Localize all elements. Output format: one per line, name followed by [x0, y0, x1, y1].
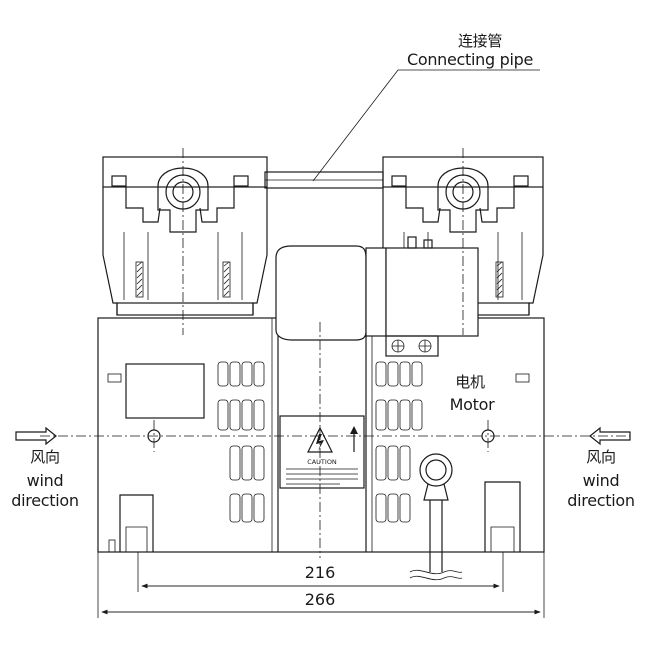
dimension-266: [97, 552, 545, 618]
fan-grille-left: [217, 361, 265, 523]
fan-grille-right: [375, 361, 423, 523]
dimension-266-label: 266: [304, 590, 336, 609]
motor-housing: [275, 236, 479, 357]
connecting-pipe-leader: [312, 69, 540, 182]
caution-label: CAUTION: [279, 415, 365, 489]
motor-label-en: Motor: [449, 395, 495, 414]
center-lines: [40, 148, 630, 558]
wind-label-right-en-2: direction: [567, 491, 635, 510]
connecting-pipe-label-cn: 连接管: [457, 32, 503, 50]
dimension-216: [137, 552, 504, 592]
pump-body: [97, 317, 545, 553]
wind-label-left-cn: 风向: [30, 448, 60, 466]
left-pump-head: [102, 156, 268, 316]
wind-arrow-left-icon: [15, 426, 57, 446]
wind-label-left-en-2: direction: [11, 491, 79, 510]
wind-label-right-cn: 风向: [586, 448, 616, 466]
dimension-216-label: 216: [304, 563, 336, 582]
motor-label-cn: 电机: [455, 373, 485, 391]
connecting-pipe-icon: [264, 171, 384, 189]
wind-label-right-en-1: wind: [582, 471, 620, 490]
wind-arrow-right-icon: [589, 426, 631, 446]
connecting-pipe-label-en: Connecting pipe: [406, 50, 534, 69]
caution-heading: CAUTION: [307, 458, 337, 466]
power-cord: [409, 453, 463, 581]
wind-label-left-en-1: wind: [26, 471, 64, 490]
